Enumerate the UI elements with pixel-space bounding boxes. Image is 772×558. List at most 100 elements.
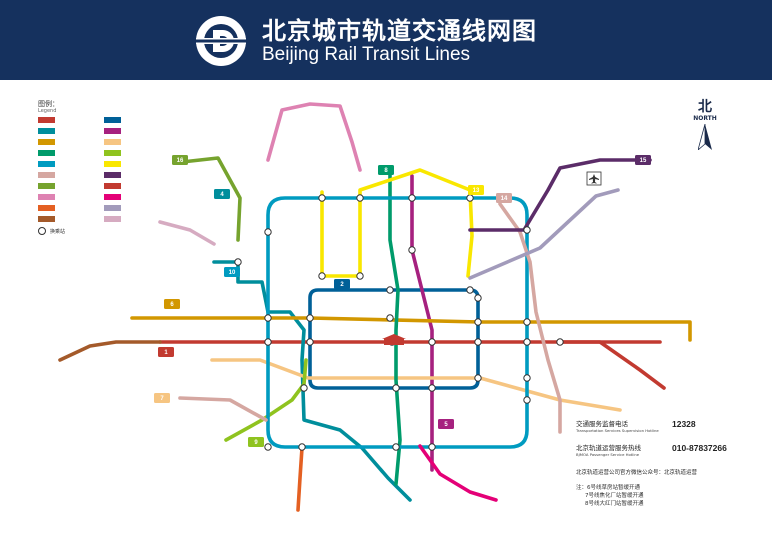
- transfer-station[interactable]: [300, 384, 308, 392]
- line-l6-path[interactable]: [130, 316, 692, 342]
- legend-swatch: [104, 194, 121, 200]
- legend-swatch: [38, 117, 55, 123]
- svg-text:5: 5: [444, 422, 448, 428]
- legend-swatch: [104, 172, 121, 178]
- line-cp-path[interactable]: [266, 102, 362, 172]
- line-l1-badge[interactable]: 1: [158, 347, 174, 357]
- transfer-station[interactable]: [408, 246, 416, 254]
- transfer-station[interactable]: [234, 258, 242, 266]
- line-s1-path[interactable]: [58, 340, 162, 362]
- note-1: 注：6号线草房站暂缓开通: [576, 485, 641, 491]
- transfer-station[interactable]: [264, 338, 272, 346]
- line-l14-path[interactable]: [178, 202, 562, 434]
- line-l5-badge[interactable]: 5: [438, 419, 454, 429]
- transfer-station[interactable]: [356, 194, 364, 202]
- transfer-station[interactable]: [523, 318, 531, 326]
- svg-text:6: 6: [170, 302, 174, 308]
- line-bt-path[interactable]: [558, 340, 666, 390]
- transfer-station[interactable]: [523, 226, 531, 234]
- line-xj-path[interactable]: [158, 220, 216, 246]
- line-l5-path[interactable]: [410, 174, 434, 472]
- transfer-station[interactable]: [474, 318, 482, 326]
- line-l2-path[interactable]: [308, 288, 480, 390]
- legend-item-s1: [38, 215, 98, 223]
- line-l14-badge[interactable]: 14: [496, 193, 512, 203]
- transfer-station[interactable]: [264, 314, 272, 322]
- line-l7-path[interactable]: [210, 358, 622, 412]
- line-l13-path[interactable]: [320, 168, 474, 278]
- transfer-station[interactable]: [474, 338, 482, 346]
- legend-item-l13: [104, 160, 164, 168]
- supervision-label-cn: 交通服务监督电话: [576, 420, 628, 428]
- transfer-station[interactable]: [474, 294, 482, 302]
- line-l8-path[interactable]: [388, 166, 402, 486]
- legend-item-l16: [38, 182, 98, 190]
- legend-item-l9: [104, 149, 164, 157]
- legend: 图例： Legend 换乘站: [38, 100, 168, 235]
- transfer-station[interactable]: [523, 396, 531, 404]
- transfer-station[interactable]: [386, 314, 394, 322]
- tiananmen-icon: [382, 334, 406, 345]
- svg-text:16: 16: [177, 158, 184, 164]
- line-l16-badge[interactable]: 16: [172, 155, 188, 165]
- map-subtitle: Beijing Rail Transit Lines: [262, 44, 471, 65]
- stations-layer: [234, 194, 564, 451]
- line-l7-badge[interactable]: 7: [154, 393, 170, 403]
- transfer-station[interactable]: [408, 194, 416, 202]
- legend-swatch: [38, 216, 55, 222]
- line-air-path[interactable]: [468, 188, 620, 280]
- line-fs-path[interactable]: [296, 446, 304, 512]
- line-l15-path[interactable]: [468, 158, 652, 232]
- transfer-station[interactable]: [318, 272, 326, 280]
- wechat-account: 北京轨道运营公司官方微信公众号：北京轨道运营: [576, 470, 698, 476]
- transfer-station[interactable]: [264, 443, 272, 451]
- line-l6-badge[interactable]: 6: [164, 299, 180, 309]
- svg-text:2: 2: [340, 282, 344, 288]
- transfer-station[interactable]: [386, 286, 394, 294]
- legend-swatch: [38, 150, 55, 156]
- line-l2-badge[interactable]: 2: [334, 279, 350, 289]
- line-l4-path[interactable]: [212, 260, 412, 502]
- line-l10-badge[interactable]: 10: [224, 267, 240, 277]
- compass: 北 NORTH: [690, 100, 720, 150]
- transfer-station[interactable]: [318, 194, 326, 202]
- legend-swatch: [38, 194, 55, 200]
- transfer-station[interactable]: [474, 374, 482, 382]
- hotline-label-cn: 北京轨道运营服务热线: [576, 444, 641, 452]
- transfer-station[interactable]: [298, 443, 306, 451]
- svg-text:8: 8: [384, 168, 388, 174]
- transfer-station[interactable]: [306, 314, 314, 322]
- line-l4-badge[interactable]: 4: [214, 189, 230, 199]
- transfer-station[interactable]: [356, 272, 364, 280]
- line-l16-path[interactable]: [180, 156, 242, 242]
- line-l13-badge[interactable]: 13: [468, 185, 484, 195]
- transfer-station[interactable]: [392, 384, 400, 392]
- transfer-station[interactable]: [428, 443, 436, 451]
- line-l9-path[interactable]: [224, 358, 308, 442]
- svg-text:4: 4: [220, 192, 224, 198]
- beijing-subway-logo: [196, 16, 246, 66]
- transfer-station[interactable]: [466, 286, 474, 294]
- line-l15-badge[interactable]: 15: [635, 155, 651, 165]
- line-l8-badge[interactable]: 8: [378, 165, 394, 175]
- legend-item-l14: [38, 171, 98, 179]
- legend-swatch: [104, 216, 121, 222]
- transfer-station[interactable]: [523, 374, 531, 382]
- transfer-station[interactable]: [556, 338, 564, 346]
- compass-label-cn: 北: [698, 99, 712, 115]
- line-yz-path[interactable]: [418, 444, 498, 502]
- transfer-station[interactable]: [306, 338, 314, 346]
- transfer-station[interactable]: [466, 194, 474, 202]
- legend-item-l10: [38, 160, 98, 168]
- transfer-station[interactable]: [523, 338, 531, 346]
- note-2: 7号线焦化厂站暂缓开通: [585, 493, 644, 499]
- transfer-station[interactable]: [428, 384, 436, 392]
- transfer-station[interactable]: [264, 228, 272, 236]
- transfer-station[interactable]: [428, 338, 436, 346]
- line-l9-badge[interactable]: 9: [248, 437, 264, 447]
- legend-item-l8: [38, 149, 98, 157]
- transfer-station-icon: [38, 227, 46, 235]
- transfer-station[interactable]: [392, 443, 400, 451]
- legend-transfer-label: 换乘站: [50, 228, 66, 235]
- transit-map[interactable]: 1 2 4 5 6 7 8 9 10 13 14 15 16: [0, 80, 772, 558]
